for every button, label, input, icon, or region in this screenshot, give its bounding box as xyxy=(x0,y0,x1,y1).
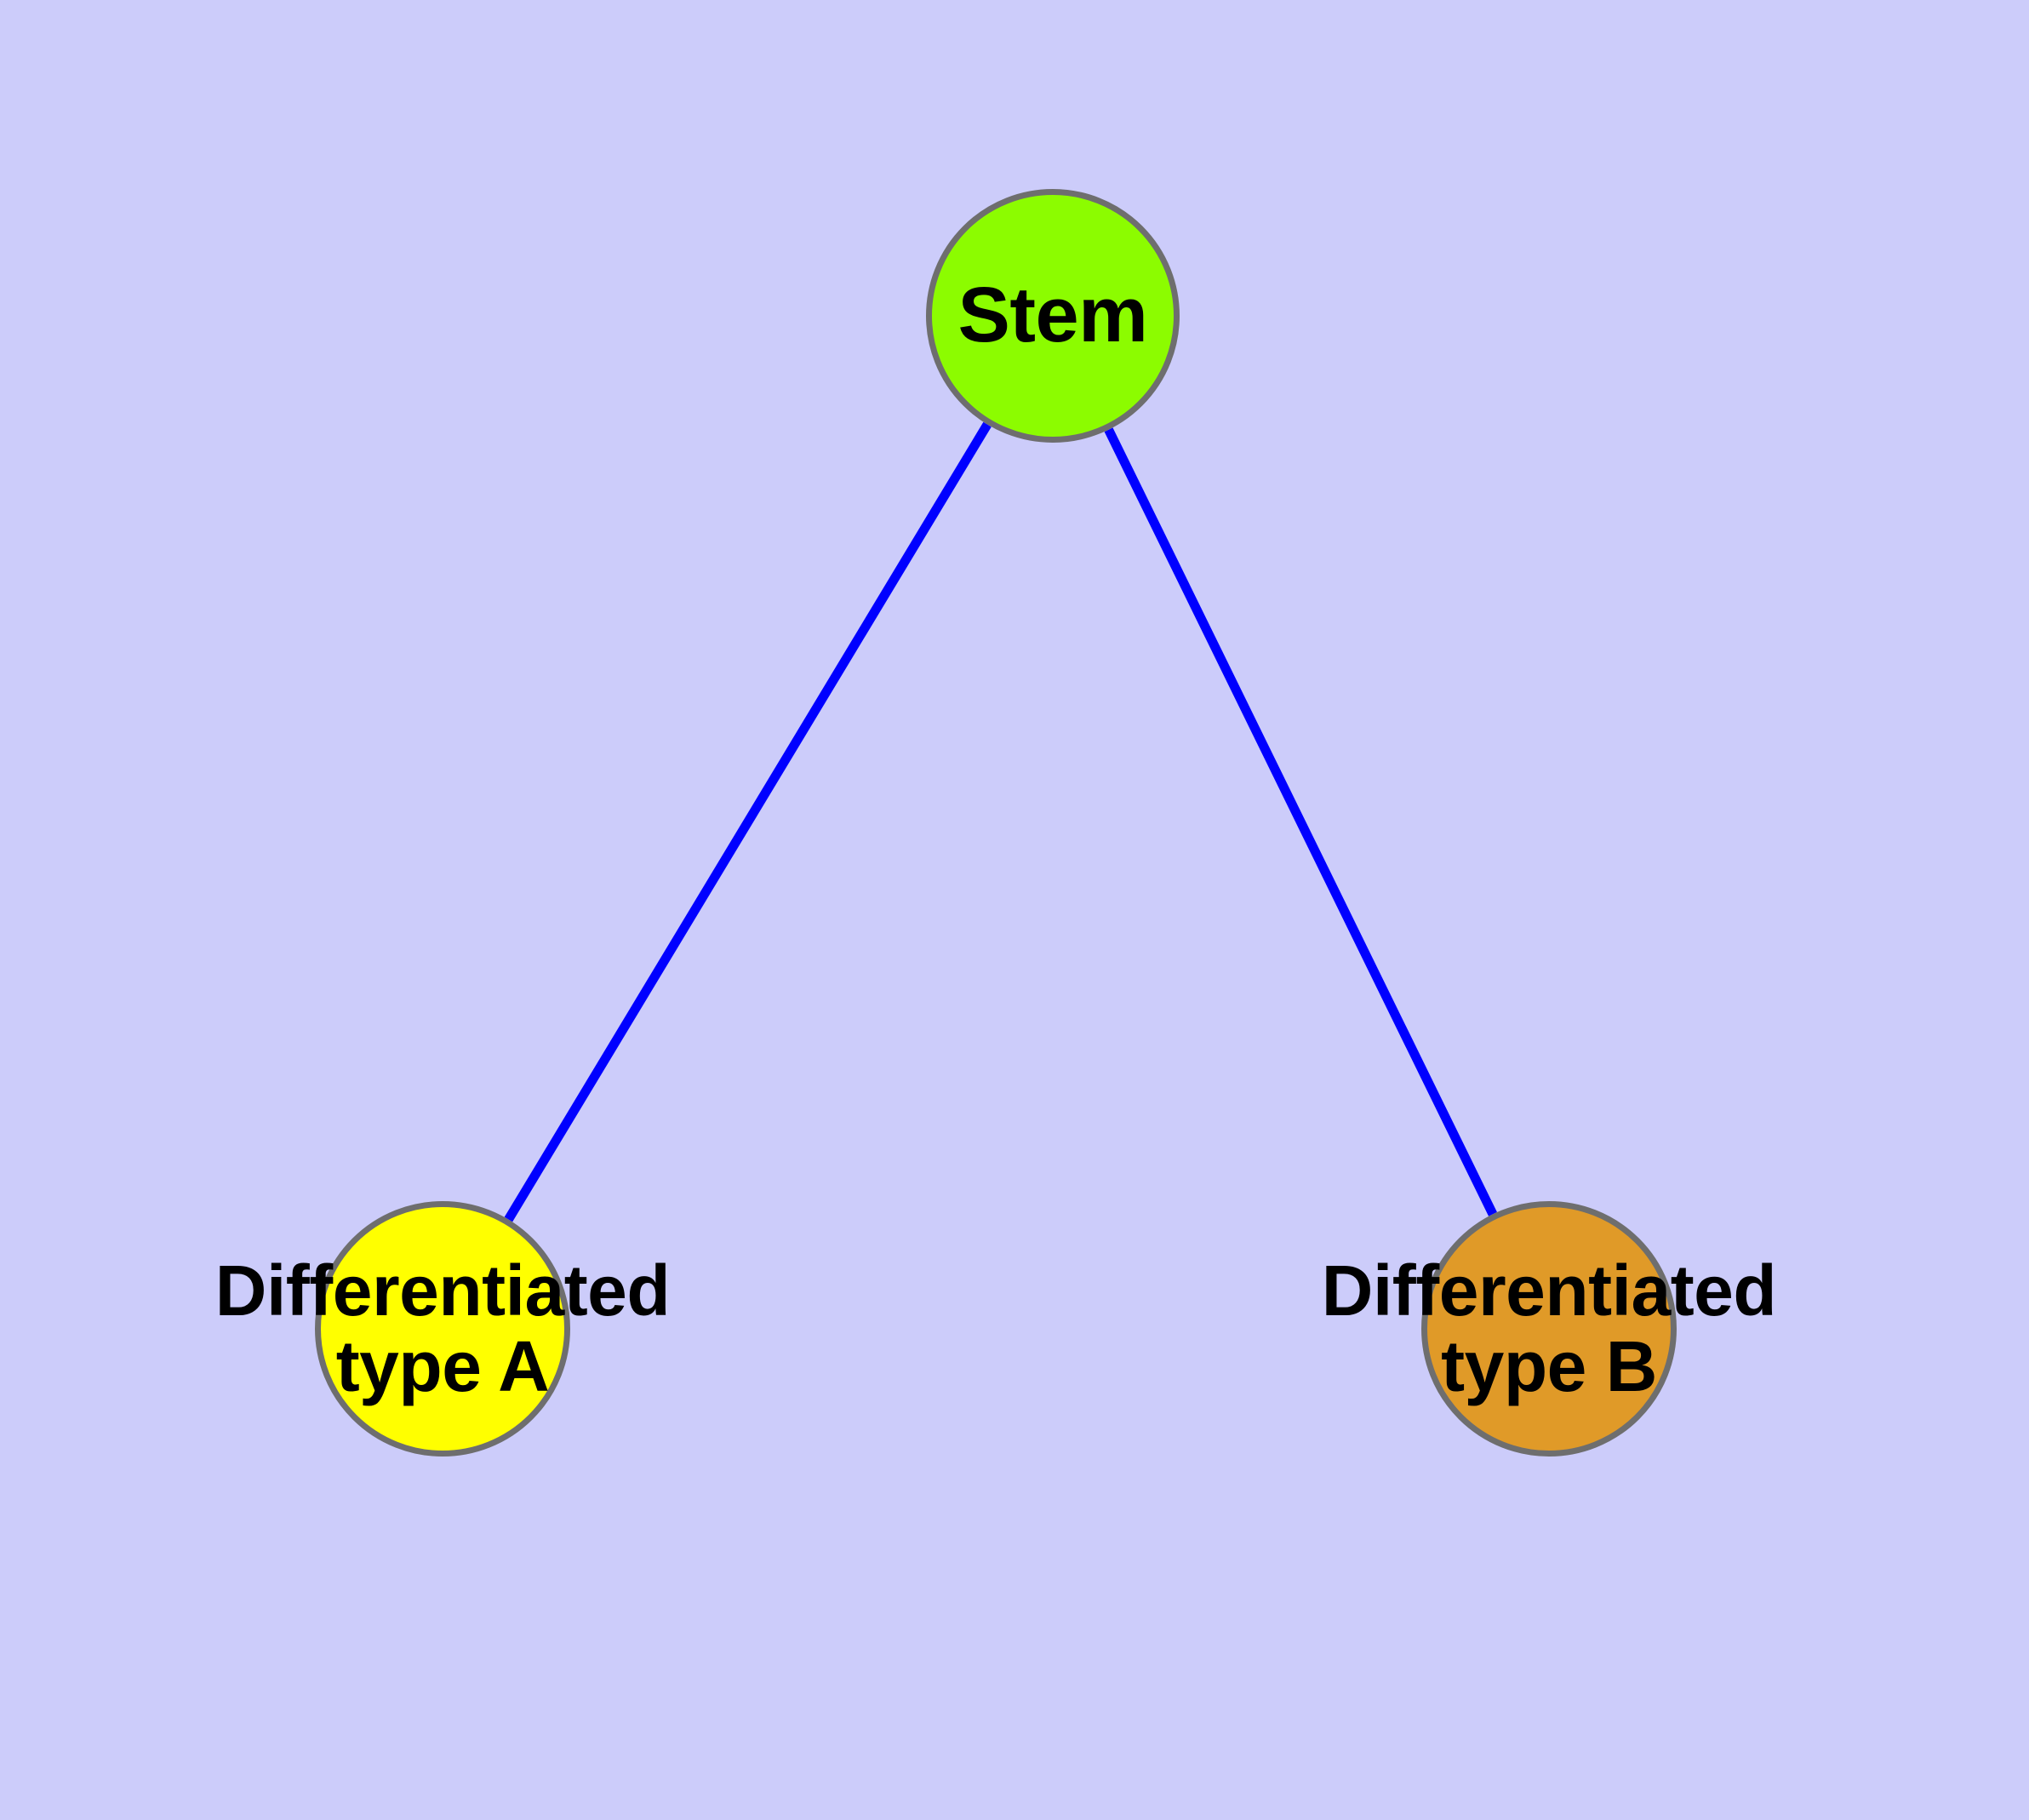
edge-stem-to-diff-a[interactable] xyxy=(504,421,992,1222)
node-differentiated-type-a[interactable] xyxy=(315,1201,570,1457)
edge-stem-to-diff-b[interactable] xyxy=(1104,427,1497,1216)
node-differentiated-type-b[interactable] xyxy=(1421,1201,1677,1457)
node-label-stem: Stem xyxy=(957,272,1148,359)
node-label-differentiated-type-a: Differentiated type A xyxy=(214,1250,671,1406)
node-label-differentiated-type-b: Differentiated type B xyxy=(1321,1250,1777,1406)
node-stem[interactable] xyxy=(926,189,1180,443)
